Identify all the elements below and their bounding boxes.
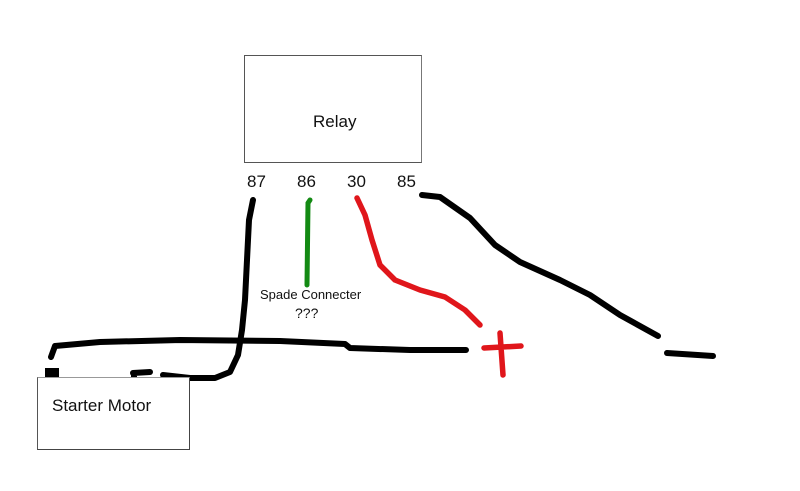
wire-85-end-segment — [664, 350, 716, 359]
question-label: ??? — [295, 305, 319, 321]
spade-connector-label: Spade Connecter — [260, 287, 362, 302]
starter-motor-label: Starter Motor — [52, 396, 152, 415]
pin-87-label: 87 — [247, 172, 266, 191]
relay-label: Relay — [313, 112, 357, 131]
starter-terminal-block — [45, 368, 59, 377]
relay-box — [244, 55, 422, 163]
wire-starter-to-battery — [48, 337, 469, 360]
starter-motor-box — [37, 377, 190, 450]
wire-30-red — [354, 195, 483, 328]
pin-30-label: 30 — [347, 172, 366, 191]
battery-positive-icon — [481, 330, 524, 378]
pin-85-label: 85 — [397, 172, 416, 191]
pin-86-label: 86 — [297, 172, 316, 191]
wire-87-to-starter — [160, 197, 256, 381]
wire-86-green — [304, 197, 313, 288]
wire-85-to-ground — [419, 192, 661, 339]
